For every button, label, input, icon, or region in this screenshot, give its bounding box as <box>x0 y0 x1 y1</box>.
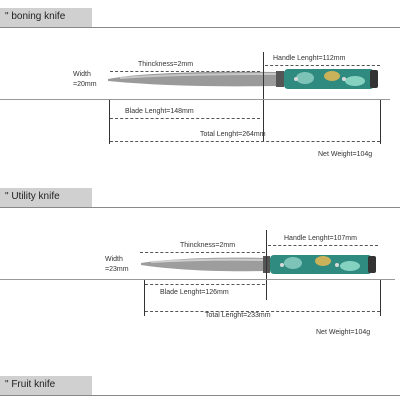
handle-divider-line <box>266 230 267 300</box>
handle-divider-line <box>263 52 264 142</box>
section-header-bar: " Utility knife <box>0 188 92 207</box>
total-dimension-line <box>110 141 380 142</box>
blade-dimension-line <box>145 284 265 285</box>
net-weight-label: Net Weight=104g <box>316 329 371 336</box>
handle-dimension-line <box>268 245 378 246</box>
thickness-label: Thinckness=2mm <box>138 61 194 68</box>
handle-length-label: Handle Lenght=107mm <box>284 235 357 242</box>
width-label: Width <box>105 256 123 263</box>
section-divider <box>0 27 400 28</box>
center-axis-line <box>0 99 390 100</box>
section-title: " boning knife <box>5 11 66 22</box>
thickness-dimension-line <box>140 252 265 253</box>
total-left-line <box>144 280 145 316</box>
blade-dimension-line <box>110 118 260 119</box>
section-header-bar: " Fruit knife <box>0 376 92 395</box>
handle-length-label: Handle Lenght=112mm <box>273 55 346 62</box>
thickness-dimension-line <box>110 71 260 72</box>
section-utility-knife: " Utility knife Width =23mm Thinckness=2… <box>0 180 400 380</box>
center-axis-line <box>0 279 395 280</box>
total-left-line <box>109 100 110 144</box>
total-dimension-line <box>145 311 380 312</box>
total-length-label: Total Lenght=233mm <box>205 312 271 319</box>
section-title: " Fruit knife <box>5 379 56 390</box>
handle-dimension-line <box>265 65 380 66</box>
total-right-line <box>380 280 381 316</box>
net-weight-label: Net Weight=104g <box>318 151 373 158</box>
section-divider <box>0 395 400 396</box>
width-value: =20mm <box>73 81 97 88</box>
blade-length-label: Blade Lenght=126mm <box>160 289 229 296</box>
section-title: " Utility knife <box>5 191 60 202</box>
utility-knife-image <box>141 255 376 274</box>
boning-knife-image <box>108 69 378 89</box>
width-value: =23mm <box>105 266 129 273</box>
blade-length-label: Blade Lenght=148mm <box>125 108 194 115</box>
section-fruit-knife: " Fruit knife <box>0 368 400 400</box>
thickness-label: Thinckness=2mm <box>180 242 236 249</box>
section-divider <box>0 207 400 208</box>
total-right-line <box>380 100 381 144</box>
section-boning-knife: " boning knife Width =20mm Thinckness=2m… <box>0 0 400 180</box>
width-label: Width <box>73 71 91 78</box>
total-length-label: Total Lenght=264mm <box>200 131 266 138</box>
section-header-bar: " boning knife <box>0 8 92 27</box>
